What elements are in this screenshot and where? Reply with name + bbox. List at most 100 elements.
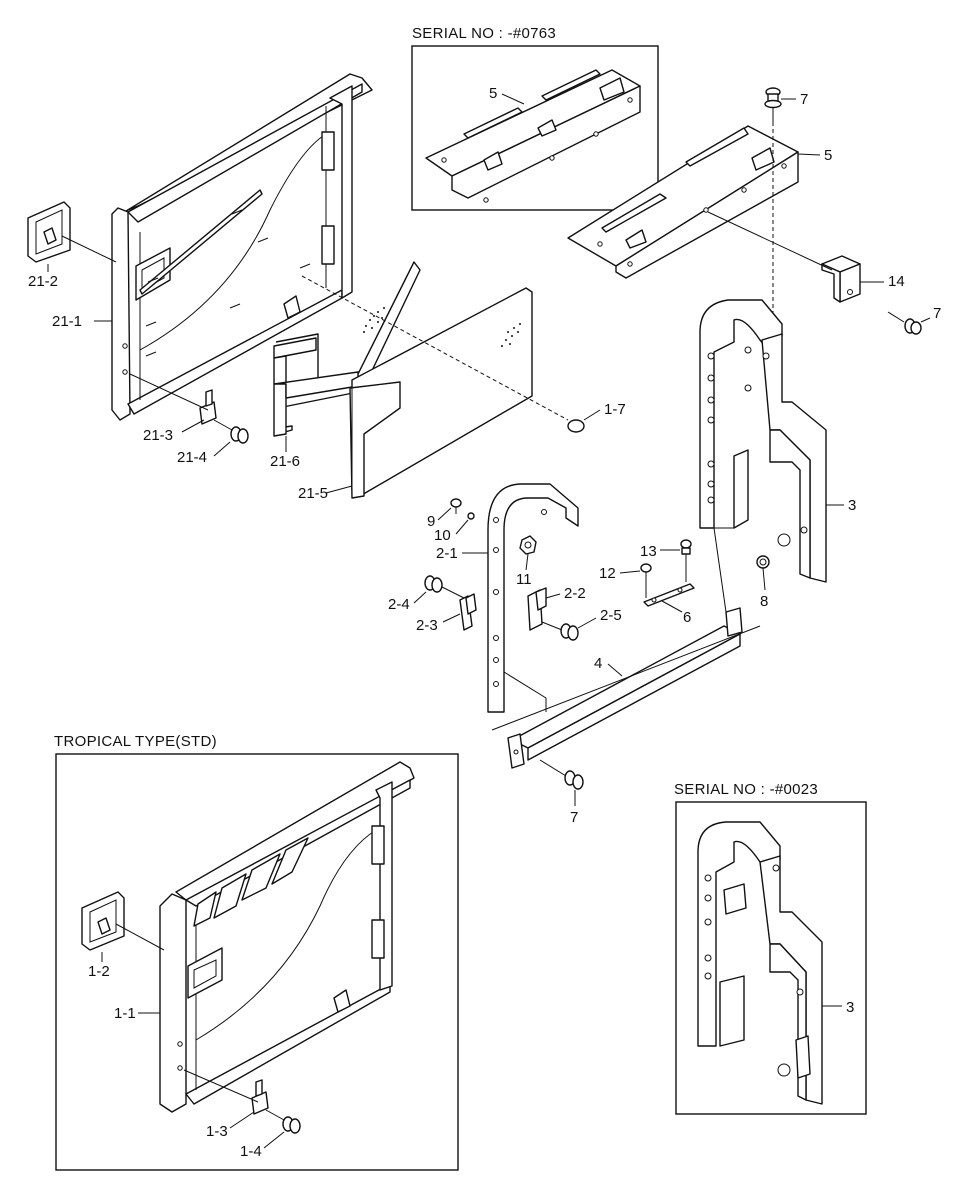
leader-8 — [762, 567, 766, 591]
label-11: 11 — [516, 571, 532, 588]
inset-title-tropical: TROPICAL TYPE(STD) — [54, 733, 217, 750]
label-8: 8 — [760, 593, 768, 610]
leader-1-2-door — [115, 923, 165, 951]
label-9: 9 — [427, 513, 435, 530]
label-2-3: 2-3 — [416, 617, 438, 634]
leader-7-right — [920, 317, 931, 323]
label-21-3: 21-3 — [143, 427, 173, 444]
leader-12 — [619, 570, 641, 574]
leader-14-to-5 — [707, 211, 833, 271]
label-1-2: 1-2 — [88, 963, 110, 980]
bracket-4 — [507, 607, 743, 769]
leader-21-3 — [181, 419, 205, 433]
washer-10 — [467, 512, 475, 520]
panel-21-6 — [273, 261, 421, 437]
label-3-main: 3 — [848, 497, 856, 514]
label-21-4: 21-4 — [177, 449, 207, 466]
label-2-2: 2-2 — [564, 585, 586, 602]
bracket-5-inset — [425, 69, 641, 203]
leader-1-3-door — [183, 1069, 259, 1103]
label-7-top: 7 — [800, 91, 808, 108]
bracket-5-main — [567, 125, 799, 279]
inset-tropical: TROPICAL TYPE(STD) 1-1 — [54, 733, 459, 1171]
inset-box-serial-0763 — [411, 45, 659, 211]
outline-4-back — [491, 625, 761, 731]
panel-21-5 — [349, 287, 533, 499]
grommet-8 — [756, 555, 770, 569]
bolt-2-5 — [541, 621, 579, 641]
bolt-21-4 — [213, 419, 249, 444]
inset-box-serial-0023 — [675, 801, 867, 1115]
door-1-1 — [159, 761, 415, 1113]
label-3-inset: 3 — [846, 999, 854, 1016]
label-6: 6 — [683, 609, 691, 626]
inset-serial-0763: SERIAL NO : -#0763 5 — [411, 25, 659, 211]
leader-2-5 — [577, 617, 597, 629]
leader-5-inset — [501, 93, 525, 105]
bolt-2-4 — [424, 575, 469, 601]
leader-2-4 — [413, 591, 427, 604]
leader-11 — [525, 553, 529, 571]
label-1-7: 1-7 — [604, 401, 626, 418]
label-5-inset: 5 — [489, 85, 497, 102]
leader-21-3-door — [129, 373, 209, 411]
label-7-right: 7 — [933, 305, 941, 322]
handle-1-2 — [81, 891, 125, 951]
label-13: 13 — [640, 543, 657, 560]
door-21-1 — [111, 73, 373, 421]
bolt-7-top — [764, 87, 782, 122]
label-21-6: 21-6 — [270, 453, 300, 470]
label-2-5: 2-5 — [600, 607, 622, 624]
clip-21-3 — [199, 389, 217, 425]
label-2-1: 2-1 — [436, 545, 458, 562]
label-21-2: 21-2 — [28, 273, 58, 290]
label-12: 12 — [599, 565, 616, 582]
leader-21-5 — [325, 485, 353, 494]
bolt-7-bottom — [539, 759, 584, 790]
leader-1-3 — [229, 1111, 255, 1129]
label-1-4: 1-4 — [240, 1143, 262, 1160]
frame-3-inset — [697, 821, 823, 1105]
clip-2-2 — [527, 587, 547, 631]
leader-2-3 — [442, 613, 461, 623]
inset-box-tropical — [55, 753, 459, 1171]
label-2-4: 2-4 — [388, 596, 410, 613]
leader-5-main — [797, 153, 821, 156]
bolt-1-4 — [265, 1109, 301, 1134]
clip-2-3 — [459, 593, 477, 631]
dash-1-7 — [301, 275, 569, 421]
leader-21-4 — [213, 441, 231, 457]
plug-1-7 — [567, 419, 585, 433]
clip-1-3 — [251, 1079, 269, 1115]
leader-10 — [455, 519, 469, 535]
inset-title-serial-0023: SERIAL NO : -#0023 — [674, 781, 818, 798]
label-10: 10 — [434, 527, 451, 544]
label-1-1: 1-1 — [114, 1005, 136, 1022]
label-21-1: 21-1 — [52, 313, 82, 330]
leader-1-4 — [263, 1131, 285, 1149]
frame-3-edge — [713, 527, 727, 613]
leader-21-2-door — [61, 235, 117, 263]
label-5-main: 5 — [824, 147, 832, 164]
frame-3-main — [699, 299, 827, 583]
inset-serial-0023: SERIAL NO : -#0023 3 — [674, 781, 867, 1115]
inset-title-serial-0763: SERIAL NO : -#0763 — [412, 25, 556, 42]
stay-2-1 — [487, 483, 579, 713]
bolt-13 — [680, 539, 692, 582]
label-14: 14 — [888, 273, 905, 290]
plate-6 — [643, 583, 695, 607]
handle-21-2 — [27, 201, 71, 263]
label-21-5: 21-5 — [298, 485, 328, 502]
bolt-12 — [640, 563, 652, 598]
leader-9 — [437, 507, 452, 521]
label-7-bottom: 7 — [570, 809, 578, 826]
nut-11 — [519, 535, 537, 555]
label-1-3: 1-3 — [206, 1123, 228, 1140]
bolt-9 — [450, 498, 462, 514]
leader-1-7 — [583, 409, 601, 421]
leader-2-2 — [545, 593, 561, 599]
leader-4 — [607, 663, 623, 677]
leader-6 — [661, 600, 683, 613]
part-14-block — [821, 255, 861, 303]
